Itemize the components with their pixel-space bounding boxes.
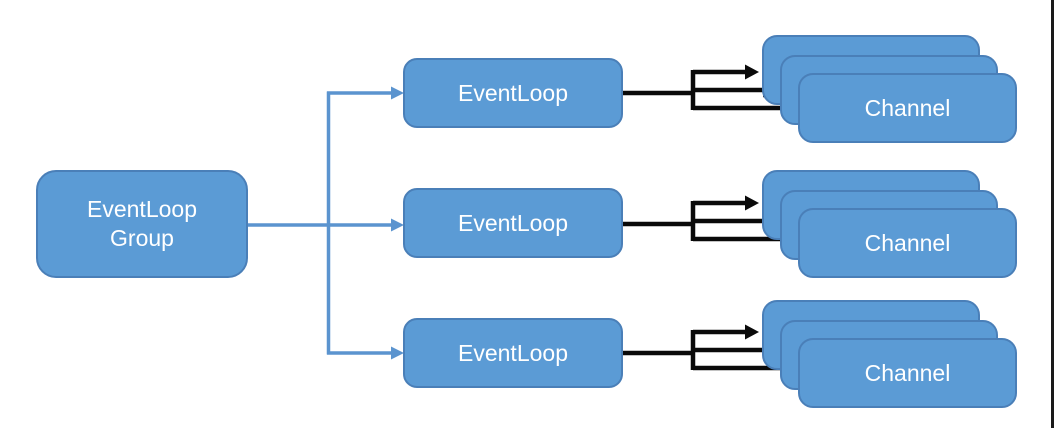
- eventloop-box-2: EventLoop: [403, 188, 623, 258]
- channel-stack-3: Channel: [762, 300, 1022, 413]
- eventloop-box-3: EventLoop: [403, 318, 623, 388]
- eventloop-group-box: EventLoop Group: [36, 170, 248, 278]
- channel-label: Channel: [864, 359, 951, 386]
- channel-stack-1: Channel: [762, 35, 1022, 148]
- channel-box-front: Channel: [798, 73, 1017, 143]
- channel-label: Channel: [864, 229, 951, 256]
- eventloop-box-1: EventLoop: [403, 58, 623, 128]
- channel-box-front: Channel: [798, 338, 1017, 408]
- channel-stack-2: Channel: [762, 170, 1022, 283]
- channel-box-front: Channel: [798, 208, 1017, 278]
- eventloop-group-label: EventLoop Group: [87, 196, 197, 251]
- eventloop-label: EventLoop: [458, 339, 568, 366]
- eventloop-label: EventLoop: [458, 209, 568, 236]
- channel-label: Channel: [864, 94, 951, 121]
- group-to-eventloops-connector: [248, 86, 404, 360]
- eventloop-label: EventLoop: [458, 79, 568, 106]
- page-right-border-line: [1051, 0, 1054, 428]
